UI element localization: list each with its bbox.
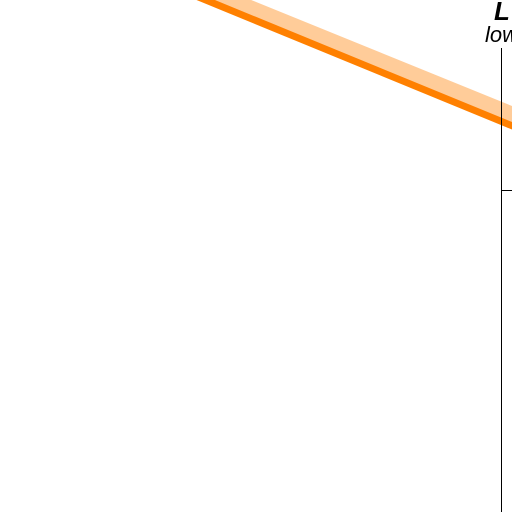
road-casing bbox=[198, 0, 512, 128]
map-label-title: L bbox=[494, 0, 510, 26]
road-line[interactable] bbox=[196, 0, 512, 130]
map-label-subtitle: low bbox=[485, 22, 512, 47]
